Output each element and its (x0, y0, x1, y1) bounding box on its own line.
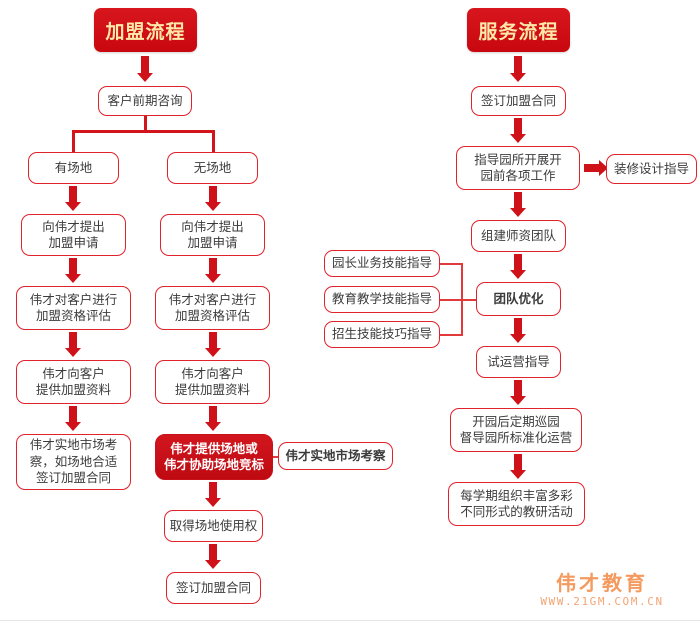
connector-support2-stub (440, 299, 476, 301)
node-support-principal-training: 园长业务技能指导 (324, 250, 440, 277)
title-join-flow: 加盟流程 (94, 8, 197, 52)
node-left-apply: 向伟才提出 加盟申请 (21, 214, 126, 256)
node-left-materials: 伟才向客户 提供加盟资料 (16, 360, 131, 404)
watermark-brand: 伟才教育 (556, 571, 648, 595)
node-no-venue: 无场地 (167, 152, 258, 184)
node-service-preopening-guidance: 指导园所开展开 园前各项工作 (456, 146, 580, 190)
connector-support-bracket (461, 263, 463, 336)
node-side-market-survey: 伟才实地市场考察 (278, 442, 393, 470)
node-service-build-team: 组建师资团队 (471, 220, 566, 252)
connector-support3-stub (440, 334, 462, 336)
watermark-url: WWW.21GM.COM.CN (540, 595, 664, 608)
connector-split-stem (144, 116, 147, 132)
node-service-team-optimization: 团队优化 (476, 282, 561, 316)
node-center-sign-contract: 签订加盟合同 (166, 572, 261, 604)
connector-support1-stub (440, 263, 462, 265)
node-left-site-survey-contract: 伟才实地市场考 察，如场地合适 签订加盟合同 (16, 434, 131, 490)
connector-split-right (212, 130, 215, 152)
watermark: 伟才教育 WWW.21GM.COM.CN (512, 572, 692, 609)
node-service-trial-operation: 试运营指导 (476, 346, 561, 378)
node-center-provide-venue: 伟才提供场地或 伟才协助场地竞标 (155, 434, 273, 480)
node-service-regular-inspection: 开园后定期巡园 督导园所标准化运营 (450, 408, 582, 452)
node-has-venue: 有场地 (28, 152, 119, 184)
node-left-assessment: 伟才对客户进行 加盟资格评估 (16, 286, 131, 330)
node-service-teaching-research: 每学期组织丰富多彩 不同形式的教研活动 (448, 482, 585, 526)
node-center-venue-use-rights: 取得场地使用权 (164, 510, 263, 542)
node-center-apply: 向伟才提出 加盟申请 (160, 214, 265, 256)
node-support-teaching-training: 教育教学技能指导 (324, 286, 440, 313)
node-initial-consultation: 客户前期咨询 (98, 86, 192, 116)
title-service-flow: 服务流程 (467, 8, 570, 52)
connector-split-left (72, 130, 75, 152)
node-service-decoration-design: 装修设计指导 (606, 154, 697, 184)
node-center-assessment: 伟才对客户进行 加盟资格评估 (155, 286, 270, 330)
connector-split-bar (72, 130, 215, 133)
node-service-sign-contract: 签订加盟合同 (471, 86, 566, 116)
node-support-enrollment-training: 招生技能技巧指导 (324, 321, 440, 348)
node-center-materials: 伟才向客户 提供加盟资料 (155, 360, 270, 404)
